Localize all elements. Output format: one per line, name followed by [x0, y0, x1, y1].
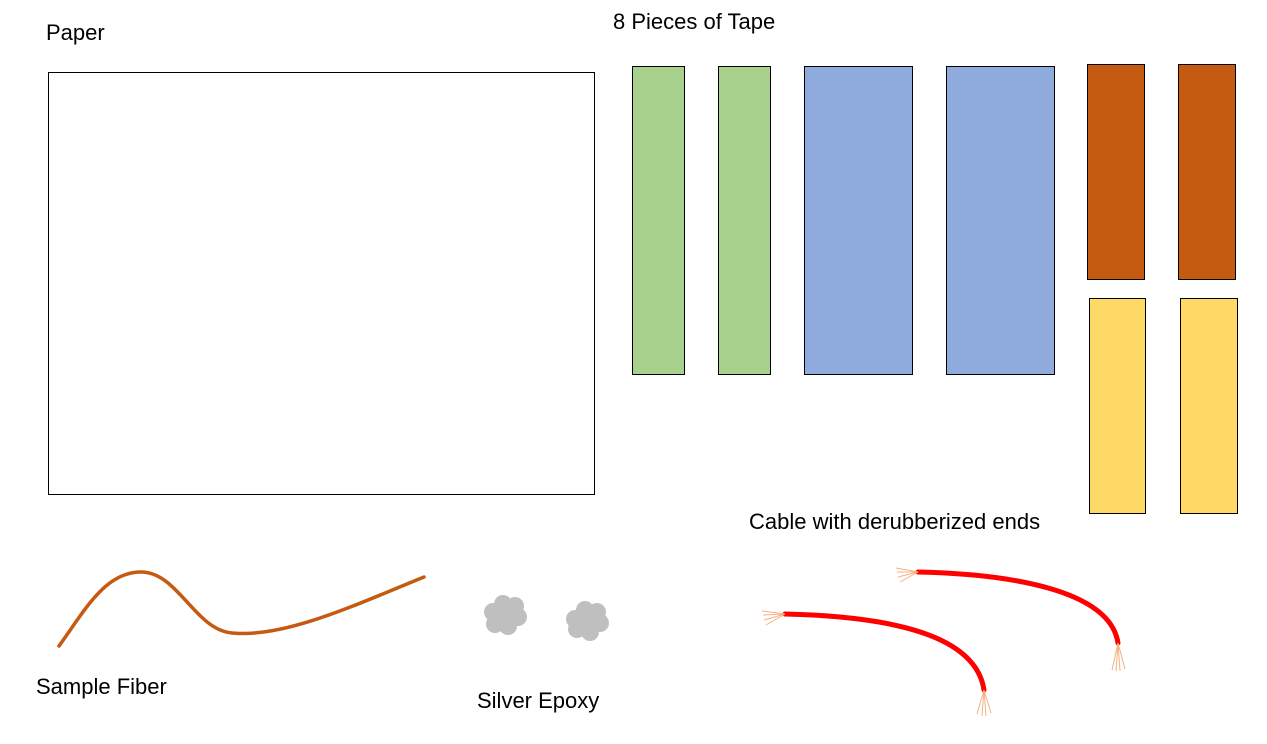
tape-piece-blue-2	[946, 66, 1055, 375]
tape-piece-orange-2	[1178, 64, 1236, 280]
epoxy-label: Silver Epoxy	[477, 688, 600, 713]
tape-piece-green-2	[718, 66, 771, 375]
cable-2-strands-right	[976, 689, 992, 717]
tape-piece-yellow-1	[1089, 298, 1146, 514]
tape-piece-blue-1	[804, 66, 913, 375]
fiber-label: Sample Fiber	[36, 674, 167, 699]
cable-2	[761, 610, 992, 717]
cable-2-strands-left	[761, 610, 786, 626]
paper-label: Paper	[46, 20, 105, 45]
sample-fiber	[57, 570, 426, 648]
cable-1-strands-right	[1111, 642, 1126, 672]
cable-1-strands-left	[895, 567, 919, 583]
tape-piece-green-1	[632, 66, 685, 375]
tape-piece-yellow-2	[1180, 298, 1238, 514]
paper-sheet	[48, 72, 595, 495]
cable-1	[895, 567, 1126, 672]
silver-epoxy-blob-2	[566, 601, 609, 641]
cable-1-insulation	[915, 569, 1121, 646]
tape-label: 8 Pieces of Tape	[613, 9, 776, 34]
cable-label: Cable with derubberized ends	[749, 509, 1041, 534]
tape-piece-orange-1	[1087, 64, 1145, 280]
silver-epoxy-blob-1	[484, 595, 527, 635]
cable-2-insulation	[782, 611, 987, 693]
